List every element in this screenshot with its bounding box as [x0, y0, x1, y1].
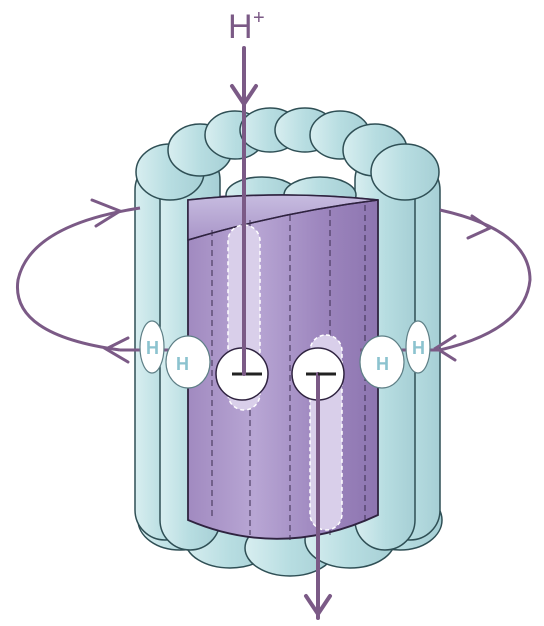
proton-label: H +	[228, 7, 265, 46]
svg-text:+: +	[253, 7, 265, 29]
svg-text:H: H	[412, 338, 425, 358]
svg-text:H: H	[228, 8, 253, 46]
svg-text:H: H	[176, 354, 189, 374]
svg-text:H: H	[146, 338, 159, 358]
svg-text:H: H	[376, 354, 389, 374]
